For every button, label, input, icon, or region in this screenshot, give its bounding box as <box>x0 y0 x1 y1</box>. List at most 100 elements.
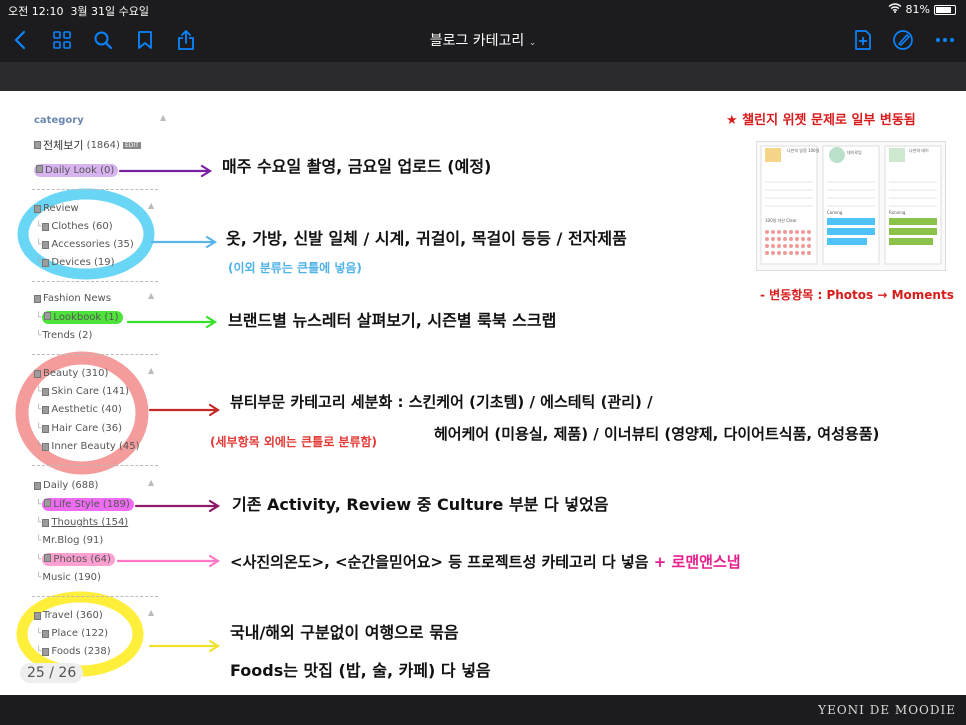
category-item-hair-care[interactable]: └Hair Care (36) <box>36 423 122 434</box>
more-icon[interactable] <box>933 28 957 52</box>
tree-branch-icon: └ <box>36 628 42 639</box>
collapse-icon[interactable]: ▲ <box>148 478 155 487</box>
collapse-icon[interactable]: ▲ <box>148 366 155 375</box>
category-item-accessories[interactable]: └ Accessories (35) <box>36 239 134 250</box>
divider <box>32 465 158 466</box>
folder-icon <box>42 647 50 656</box>
divider <box>32 354 158 355</box>
tree-branch-icon: └ <box>36 572 42 583</box>
category-item-fashion-news[interactable]: Fashion News <box>34 293 111 304</box>
category-total[interactable]: 전체보기 (1864) EDIT <box>34 137 141 153</box>
category-item-place[interactable]: └ Place (122) <box>36 628 108 639</box>
arrow-travel <box>148 639 221 653</box>
category-item-lookbook[interactable]: └ Lookbook (1) <box>36 311 123 324</box>
category-item-daily[interactable]: Daily (688) <box>34 480 98 491</box>
category-item-skin-care[interactable]: └Skin Care (141) <box>36 386 129 397</box>
add-page-icon[interactable] <box>851 28 875 52</box>
folder-icon <box>42 442 50 451</box>
category-item-foods[interactable]: └Foods (238) <box>36 646 111 657</box>
widget-progress-label: 100일 자산 Clear <box>765 218 797 223</box>
category-label: Accessories (35) <box>51 239 134 250</box>
folder-icon <box>34 294 41 303</box>
category-label: Thoughts (154) <box>51 517 129 528</box>
collapse-icon[interactable]: ▲ <box>148 201 155 210</box>
category-label: Place (122) <box>51 628 109 639</box>
divider <box>32 596 158 597</box>
note-beauty-2: 헤어케어 (미용실, 제품) / 이너뷰티 (영양제, 다이어트식품, 여성용품… <box>434 425 880 443</box>
widget-progress-label: Running <box>889 210 906 215</box>
tree-branch-icon: └ <box>36 404 42 415</box>
category-label: Daily Look (0) <box>45 165 115 176</box>
folder-icon <box>44 312 52 320</box>
category-label: Life Style (189) <box>53 499 130 510</box>
arrow-beauty <box>148 403 221 417</box>
category-item-photos[interactable]: └ Photos (64) <box>36 553 115 566</box>
note-daily-2-extra: + 로맨앤스냅 <box>653 553 741 571</box>
category-item-review[interactable]: Review <box>34 203 79 214</box>
tree-branch-icon: └ <box>36 239 42 250</box>
highlight-marker: Lookbook (1) <box>42 311 123 324</box>
divider <box>32 281 158 282</box>
annotation-drawings <box>15 164 221 677</box>
search-icon[interactable] <box>91 28 115 52</box>
category-item-mr-blog[interactable]: └Mr.Blog (91) <box>36 535 103 546</box>
category-label: Clothes (60) <box>51 221 113 232</box>
collapse-icon[interactable]: ▲ <box>160 113 167 122</box>
category-item-clothes[interactable]: └Clothes (60) <box>36 221 113 232</box>
tree-branch-icon: └ <box>36 330 42 341</box>
tree-branch-icon: └ <box>36 312 42 323</box>
note-challenge-title: ★ 챌린지 위젯 문제로 일부 변동됨 <box>726 113 916 128</box>
widget-title: 나만의 데이 <box>909 148 929 153</box>
bookmark-icon[interactable] <box>133 28 157 52</box>
folder-icon <box>34 611 41 620</box>
category-label: Devices (19) <box>51 257 115 268</box>
category-item-inner-beauty[interactable]: └ Inner Beauty (45) <box>36 441 140 452</box>
category-label: Photos (64) <box>53 554 111 565</box>
category-item-aesthetic[interactable]: └Aesthetic (40) <box>36 404 122 415</box>
toolbar-band <box>0 62 966 91</box>
category-label: Inner Beauty (45) <box>51 441 140 452</box>
collapse-icon[interactable]: ▲ <box>148 291 155 300</box>
status-right: 81% <box>888 3 956 16</box>
category-label: Travel (360) <box>43 610 103 621</box>
category-label: Foods (238) <box>51 646 111 657</box>
folder-icon <box>42 629 50 638</box>
pen-tool-icon[interactable] <box>891 28 915 52</box>
note-travel-1: 국내/해외 구분없이 여행으로 묶음 <box>230 623 459 642</box>
category-label: Lookbook (1) <box>53 312 119 323</box>
status-date: 3월 31일 수요일 <box>70 5 150 18</box>
category-item-devices[interactable]: └Devices (19) <box>36 257 115 268</box>
highlight-marker: Photos (64) <box>42 553 115 566</box>
category-item-beauty[interactable]: Beauty (310) <box>34 368 108 379</box>
note-daily-1: 기존 Activity, Review 중 Culture 부분 다 넣었음 <box>232 495 609 514</box>
folder-icon <box>42 405 50 414</box>
folder-icon <box>44 554 52 562</box>
category-item-daily-look[interactable]: Daily Look (0) <box>34 164 119 177</box>
widget-title: 나만의 일정 100일 <box>787 148 820 153</box>
collapse-icon[interactable]: ▲ <box>148 608 155 617</box>
folder-icon <box>42 424 50 433</box>
category-item-thoughts[interactable]: └Thoughts (154) <box>36 517 128 528</box>
folder-icon <box>34 369 41 378</box>
folder-icon <box>34 204 41 213</box>
back-icon[interactable] <box>8 28 32 52</box>
document-title-text: 블로그 카테고리 <box>429 33 525 49</box>
category-item-music[interactable]: └Music (190) <box>36 572 101 583</box>
note-challenge-change: - 변동항목 : Photos → Moments <box>760 288 954 302</box>
category-item-life-style[interactable]: └Life Style (189) <box>36 498 134 511</box>
category-heading[interactable]: category <box>34 115 84 126</box>
note-travel-2: Foods는 맛집 (밥, 술, 카페) 다 넣음 <box>230 661 491 680</box>
category-label: Review <box>43 203 79 214</box>
document-title[interactable]: 블로그 카테고리 ⌄ <box>0 30 966 50</box>
share-icon[interactable] <box>174 28 198 52</box>
note-beauty-extra: (세부항목 외에는 큰틀로 분류함) <box>210 435 378 449</box>
edit-button[interactable]: EDIT <box>122 141 141 149</box>
grid-view-icon[interactable] <box>50 28 74 52</box>
category-item-trends[interactable]: └Trends (2) <box>36 330 92 341</box>
category-item-travel[interactable]: Travel (360) <box>34 610 103 621</box>
tree-branch-icon: └ <box>36 441 42 452</box>
tree-branch-icon: └ <box>36 554 42 565</box>
document-page[interactable]: category ▲ 전체보기 (1864) EDIT Daily Look (… <box>0 91 966 695</box>
arrow-photos <box>116 554 221 568</box>
